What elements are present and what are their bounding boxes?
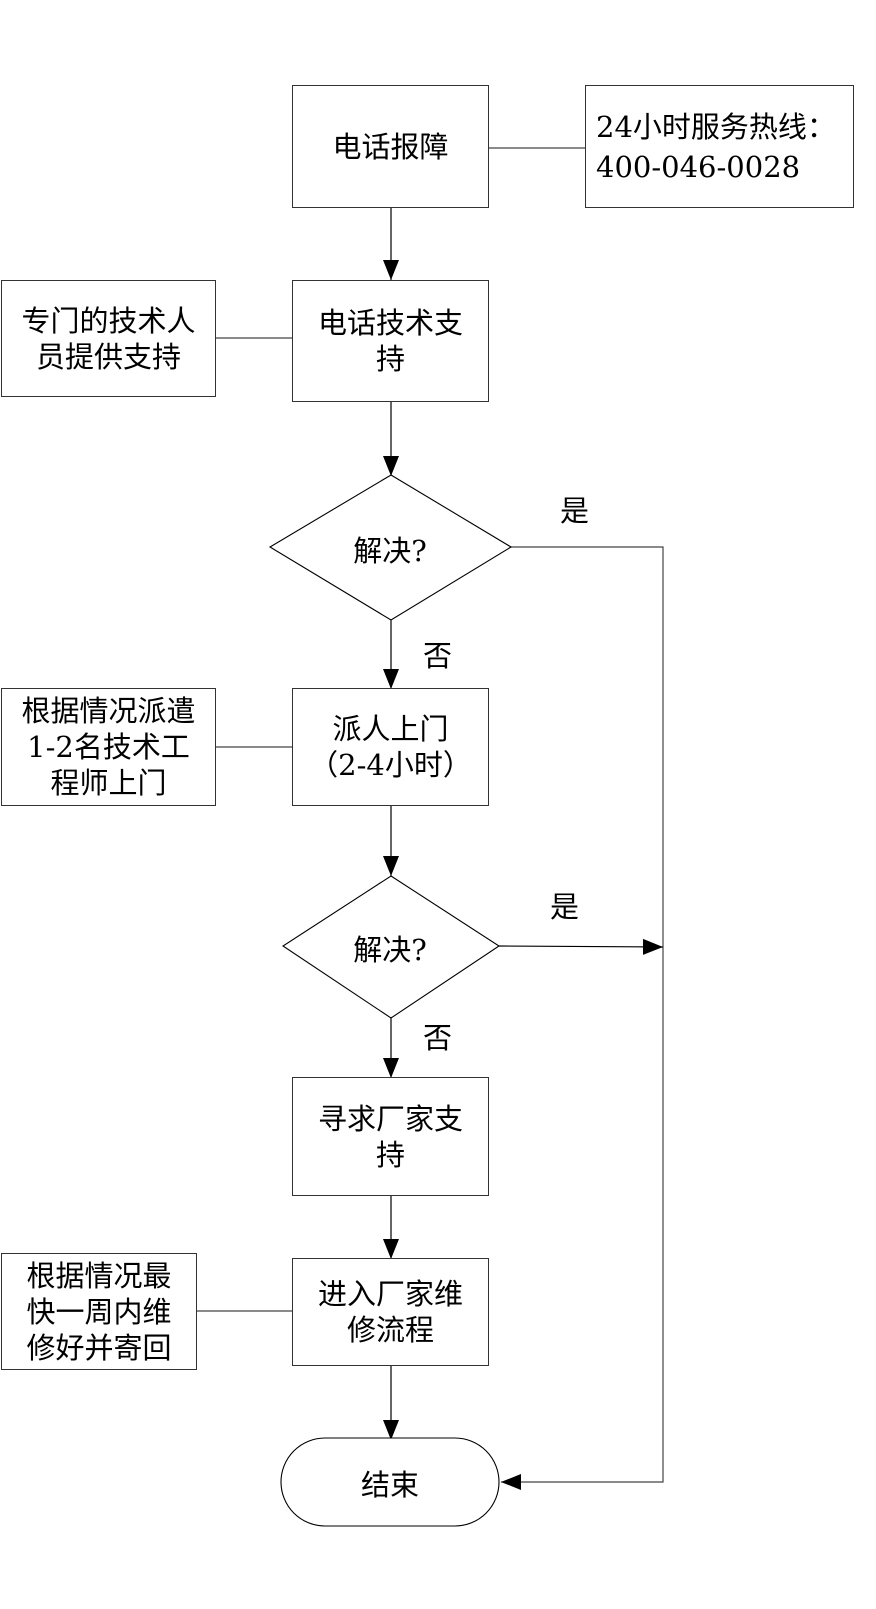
decision2-label: 解决? [353,933,427,967]
end-label: 结束 [360,1468,419,1502]
decision1-label: 解决? [353,534,427,568]
edge-label-no-1: 否 [423,639,453,673]
node-report: 电话报障 [292,85,489,208]
node-phone-support: 电话技术支 持 [292,280,489,402]
edge-label-yes-1: 是 [560,494,590,528]
yes-arrow-decision2 [498,938,664,955]
decision2-diamond [281,875,501,1019]
node-phone-support-note: 专门的技术人 员提供支持 [1,280,216,397]
edge-label-no-2: 否 [423,1021,453,1055]
edge-label-yes-2: 是 [550,890,580,924]
node-vendor-repair: 进入厂家维 修流程 [292,1258,489,1366]
decision1-diamond [268,474,513,621]
node-vendor-repair-note: 根据情况最 快一周内维 修好并寄回 [1,1253,197,1370]
node-onsite: 派人上门 （2-4小时） [292,688,489,806]
node-hotline: 24小时服务热线： 400-046-0028 [585,85,854,208]
node-onsite-note: 根据情况派遣 1-2名技术工 程师上门 [1,688,216,806]
yes-path-decision1 [501,546,664,1490]
node-vendor-support: 寻求厂家支 持 [292,1077,489,1196]
end-terminator [280,1437,500,1527]
